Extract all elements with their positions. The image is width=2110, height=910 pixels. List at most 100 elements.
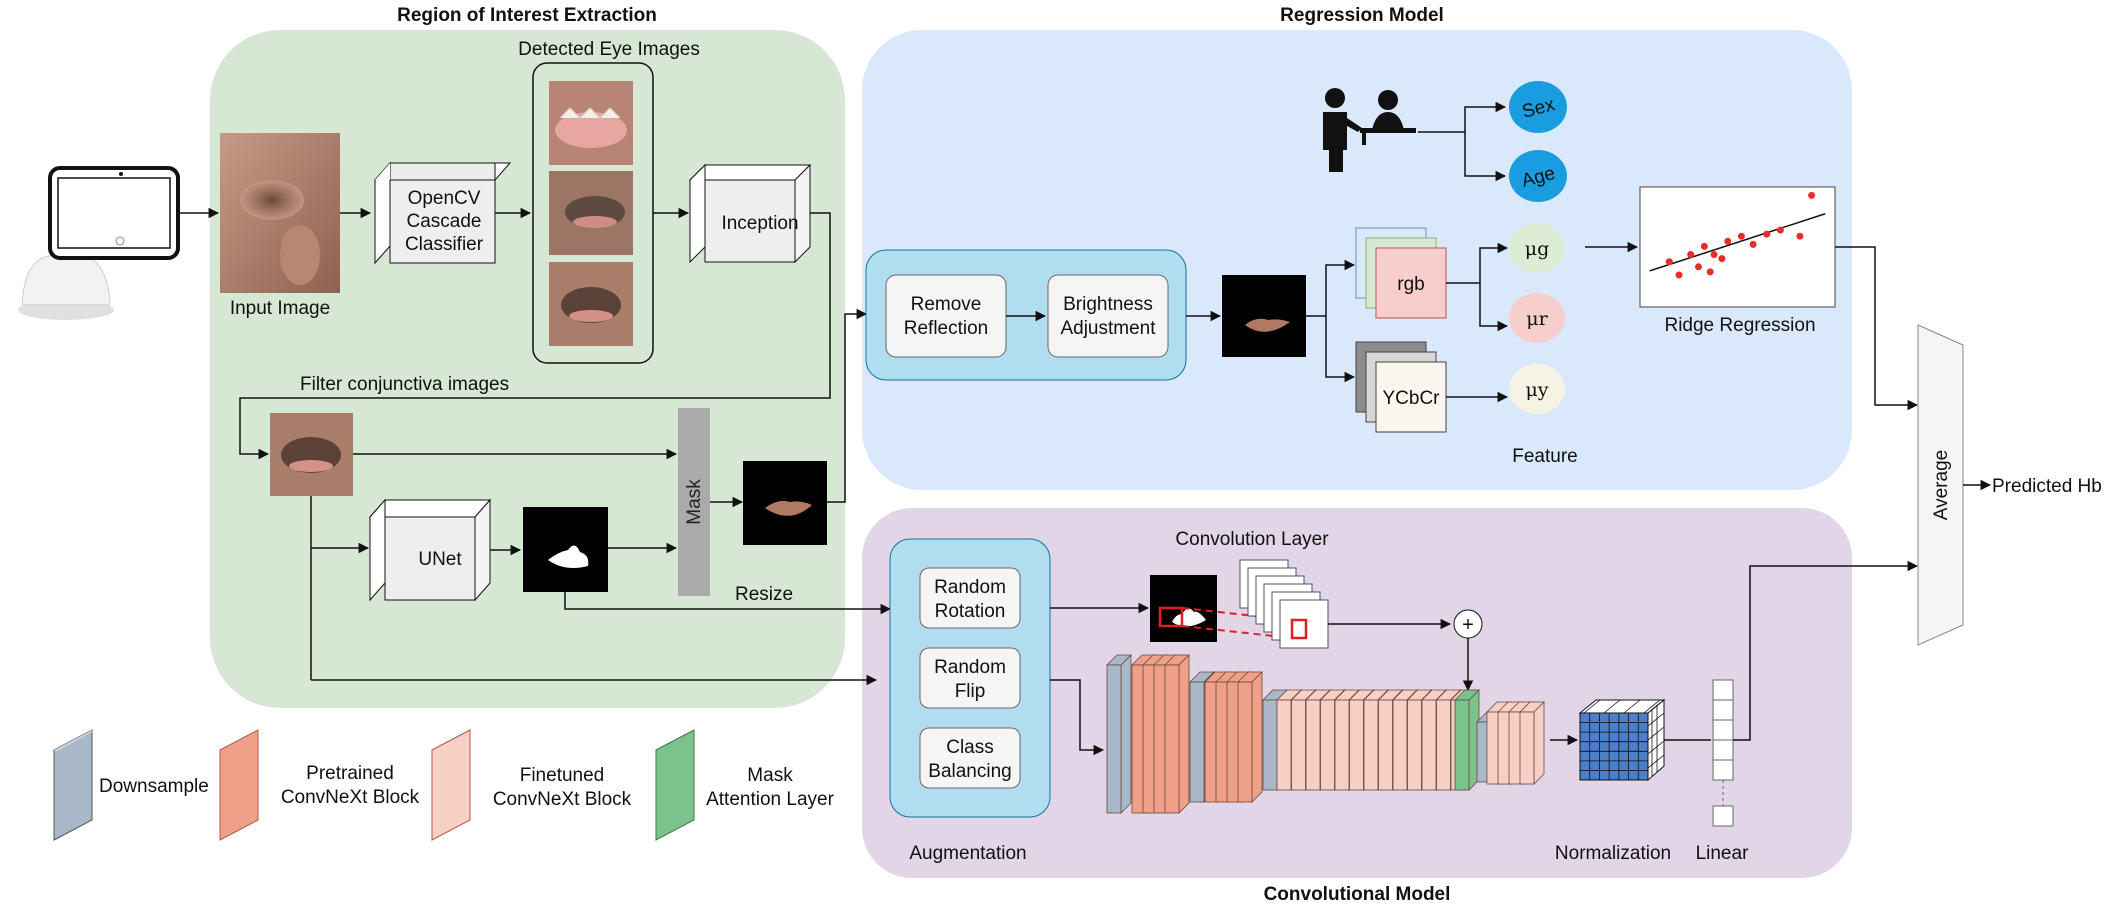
average-label: Average bbox=[1931, 450, 1952, 520]
ridge-data-point bbox=[1718, 255, 1726, 263]
legend-downsample-label: Downsample bbox=[99, 776, 209, 797]
ridge-data-point bbox=[1700, 242, 1708, 250]
pretrained-convnext-block-side bbox=[1178, 654, 1190, 814]
resize-label: Resize bbox=[735, 584, 793, 605]
ridge-data-point bbox=[1724, 237, 1732, 245]
age-feature bbox=[1509, 150, 1567, 202]
inception-box bbox=[688, 163, 812, 264]
legend-mask-attention-label-2: Attention Layer bbox=[706, 789, 834, 810]
processed-conjunctiva-image bbox=[1222, 275, 1306, 357]
ridge-regression-label: Ridge Regression bbox=[1664, 315, 1815, 336]
convolution-feature-maps bbox=[1239, 559, 1329, 649]
legend-downsample-swatch bbox=[53, 729, 93, 841]
user-tablet-icon bbox=[18, 166, 180, 320]
unet-mask-output bbox=[523, 507, 608, 592]
random-flip-label-1: Random bbox=[934, 657, 1006, 678]
finetuned-convnext-block-side bbox=[1533, 701, 1545, 785]
legend: Downsample Pretrained ConvNeXt Block Fin… bbox=[53, 729, 835, 841]
ridge-data-point bbox=[1706, 268, 1714, 276]
regression-section-title: Regression Model bbox=[1280, 5, 1444, 26]
mu-r-feature bbox=[1509, 293, 1565, 343]
rgb-channel-box bbox=[1375, 247, 1447, 319]
finetuned-convnext-block bbox=[1363, 699, 1379, 791]
remove-reflection-label-1: Remove bbox=[911, 294, 982, 315]
legend-mask-attention-swatch bbox=[655, 729, 695, 841]
convolution-layer-label: Convolution Layer bbox=[1175, 529, 1329, 550]
pretrained-convnext-block-side bbox=[1251, 671, 1263, 803]
mask-attention-layer bbox=[1454, 699, 1470, 791]
random-flip-label-2: Flip bbox=[955, 681, 986, 702]
legend-pretrained-label-2: ConvNeXt Block bbox=[281, 787, 420, 808]
roi-section-title: Region of Interest Extraction bbox=[397, 5, 657, 26]
linear-label: Linear bbox=[1696, 843, 1749, 864]
mu-y-label: μy bbox=[1525, 379, 1548, 401]
doctor-patient-icon bbox=[1323, 88, 1416, 172]
mu-y-feature bbox=[1509, 364, 1565, 414]
average-block bbox=[1917, 324, 1964, 646]
finetuned-convnext-block bbox=[1320, 699, 1335, 791]
sex-feature bbox=[1509, 81, 1567, 133]
finetuned-convnext-block bbox=[1291, 699, 1306, 791]
remove-reflection-label-2: Reflection bbox=[904, 318, 989, 339]
feature-label: Feature bbox=[1512, 446, 1577, 467]
finetuned-convnext-block bbox=[1407, 699, 1422, 791]
ridge-data-point bbox=[1675, 271, 1683, 279]
finetuned-convnext-block bbox=[1392, 699, 1408, 791]
ridge-fit-line bbox=[1649, 213, 1826, 272]
brightness-label-1: Brightness bbox=[1063, 294, 1153, 315]
class-balancing-label-1: Class bbox=[946, 737, 994, 758]
ridge-data-point bbox=[1763, 230, 1771, 238]
ridge-data-point bbox=[1737, 232, 1745, 240]
rgb-label: rgb bbox=[1397, 274, 1424, 295]
brightness-adjustment-box bbox=[1047, 274, 1169, 358]
finetuned-convnext-block bbox=[1334, 699, 1350, 791]
normalization-label: Normalization bbox=[1555, 843, 1671, 864]
normalization-tensor bbox=[1578, 698, 1666, 782]
legend-mask-attention-label-1: Mask bbox=[747, 765, 793, 786]
add-operation-symbol: + bbox=[1462, 614, 1474, 636]
downsample-block bbox=[1106, 664, 1122, 814]
downsample-block-side bbox=[1120, 654, 1132, 814]
random-flip-box[interactable] bbox=[919, 647, 1021, 709]
convnext-backbone bbox=[1106, 654, 1545, 814]
opencv-label-1: OpenCV bbox=[408, 188, 481, 209]
finetuned-convnext-block bbox=[1378, 699, 1393, 791]
finetuned-convnext-block bbox=[1519, 711, 1535, 785]
finetuned-convnext-block bbox=[1276, 699, 1292, 791]
opencv-label-3: Classifier bbox=[405, 234, 484, 255]
class-balancing-box[interactable] bbox=[919, 727, 1021, 789]
finetuned-convnext-block bbox=[1349, 699, 1364, 791]
brightness-label-2: Adjustment bbox=[1060, 318, 1156, 339]
mu-g-label: μg bbox=[1525, 238, 1550, 260]
ridge-data-point bbox=[1776, 226, 1784, 234]
ycbcr-label: YCbCr bbox=[1382, 388, 1440, 409]
conv-section-title: Convolutional Model bbox=[1264, 884, 1451, 905]
legend-finetuned-label-1: Finetuned bbox=[520, 765, 605, 786]
remove-reflection-box bbox=[885, 274, 1007, 358]
ridge-data-point bbox=[1710, 251, 1718, 259]
mask-bar bbox=[678, 408, 710, 596]
random-rotation-label-2: Rotation bbox=[935, 601, 1006, 622]
random-rotation-label-1: Random bbox=[934, 577, 1006, 598]
finetuned-convnext-block bbox=[1421, 699, 1437, 791]
random-rotation-box[interactable] bbox=[919, 567, 1021, 629]
ridge-data-point bbox=[1796, 232, 1804, 240]
unet-box bbox=[368, 498, 492, 602]
downsample-block bbox=[1189, 681, 1205, 803]
mu-r-label: μr bbox=[1526, 308, 1548, 330]
finetuned-convnext-block bbox=[1305, 699, 1321, 791]
augmentation-label: Augmentation bbox=[909, 843, 1026, 864]
ridge-plot-frame bbox=[1639, 186, 1836, 308]
ycbcr-channel-box bbox=[1375, 361, 1447, 433]
legend-pretrained-label-1: Pretrained bbox=[306, 763, 394, 784]
mask-label: Mask bbox=[684, 479, 705, 525]
downsample-block bbox=[1262, 699, 1278, 791]
ridge-data-point bbox=[1687, 251, 1695, 259]
pretrained-convnext-block bbox=[1237, 681, 1253, 803]
filter-conjunctiva-label: Filter conjunctiva images bbox=[300, 374, 509, 395]
unet-label: UNet bbox=[418, 549, 462, 570]
ridge-data-point bbox=[1695, 263, 1702, 271]
legend-pretrained-swatch bbox=[219, 729, 259, 841]
detected-eye-images-label: Detected Eye Images bbox=[518, 39, 700, 60]
